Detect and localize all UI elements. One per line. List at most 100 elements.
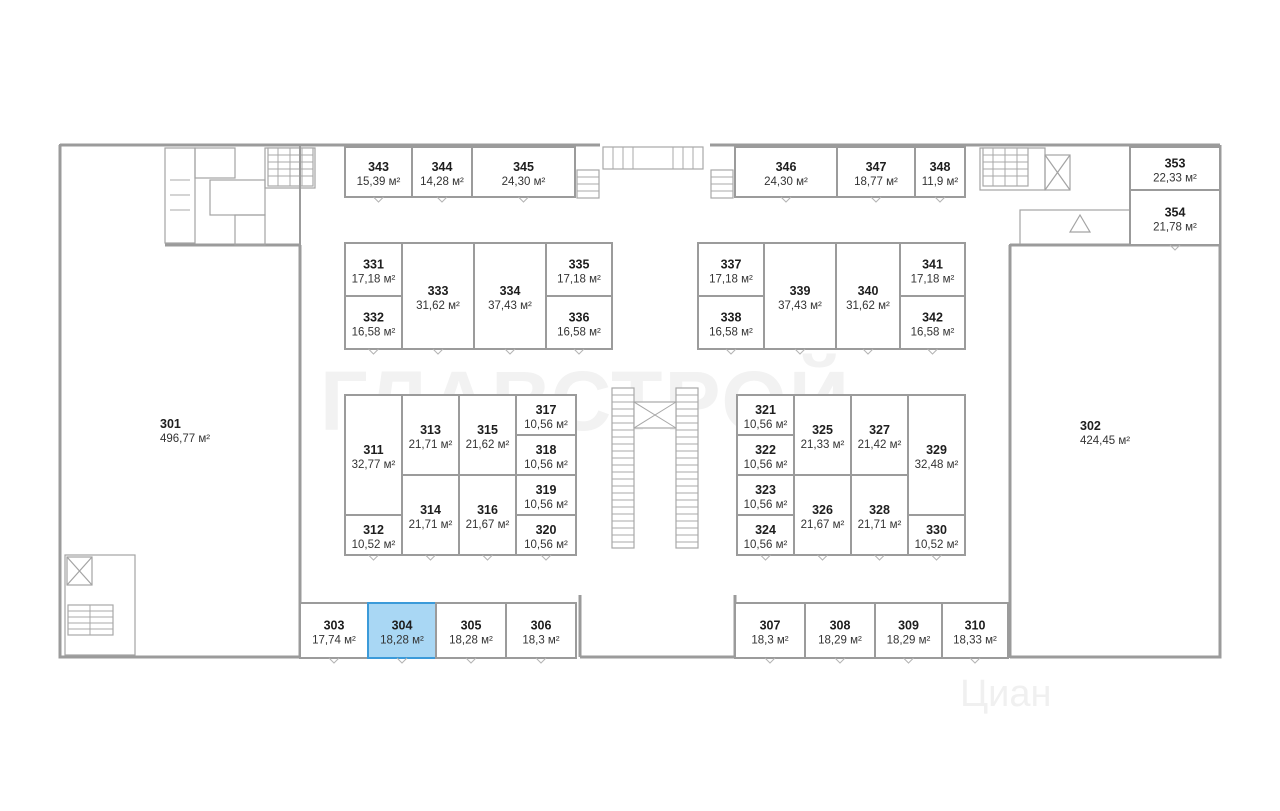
room-outline[interactable]: [401, 394, 460, 476]
room-outline[interactable]: [914, 146, 966, 198]
room-outline[interactable]: [1129, 146, 1221, 191]
room-outline[interactable]: [515, 394, 577, 436]
room-outline[interactable]: [697, 295, 765, 350]
room-337[interactable]: 337 17,18 м²: [697, 242, 765, 302]
stairs-side-left: [170, 179, 190, 211]
door-mark: [465, 657, 477, 664]
room-outline[interactable]: [515, 474, 577, 516]
room-outline[interactable]: [763, 242, 837, 350]
room-area: 21,71 м²: [409, 439, 453, 451]
room-outline[interactable]: [545, 295, 613, 350]
room-outline[interactable]: [515, 514, 577, 556]
room-outline[interactable]: [545, 242, 613, 297]
room-area: 17,18 м²: [709, 274, 753, 286]
room-outline[interactable]: [515, 434, 577, 476]
room-outline[interactable]: [734, 602, 806, 659]
stair-treads: [612, 394, 698, 543]
room-outline[interactable]: [907, 514, 966, 556]
room-outline[interactable]: [344, 242, 403, 297]
room-outline[interactable]: [411, 146, 473, 198]
room-outline[interactable]: [736, 434, 795, 476]
room-outline[interactable]: [804, 602, 876, 659]
room-outline[interactable]: [401, 242, 475, 350]
room-number: 326: [812, 503, 833, 517]
room-number: 341: [922, 258, 943, 272]
room-outline[interactable]: [941, 602, 1009, 659]
room-outline[interactable]: [367, 602, 437, 659]
room-outline[interactable]: [505, 602, 577, 659]
room-outline[interactable]: [473, 242, 547, 350]
room-outline[interactable]: [471, 146, 576, 198]
room-outline[interactable]: [401, 474, 460, 556]
room-outline[interactable]: [736, 514, 795, 556]
room-outline[interactable]: [793, 394, 852, 476]
room-number: 305: [461, 619, 482, 633]
door-mark: [725, 348, 737, 355]
room-outline[interactable]: [59, 144, 301, 658]
room-outline[interactable]: [1129, 189, 1221, 246]
room-outline[interactable]: [899, 295, 966, 350]
room-number: 348: [930, 160, 951, 174]
door-mark: [373, 196, 384, 203]
room-number: 337: [721, 258, 742, 272]
room-outline[interactable]: [344, 514, 403, 556]
room-area: 17,18 м²: [557, 274, 601, 286]
room-area: 10,56 м²: [524, 459, 568, 471]
room-number: 304: [392, 619, 413, 633]
room-outline[interactable]: [836, 146, 916, 198]
room-outline[interactable]: [850, 474, 909, 556]
room-outline[interactable]: [435, 602, 507, 659]
room-outline[interactable]: [1009, 244, 1221, 658]
room-outline[interactable]: [458, 394, 517, 476]
